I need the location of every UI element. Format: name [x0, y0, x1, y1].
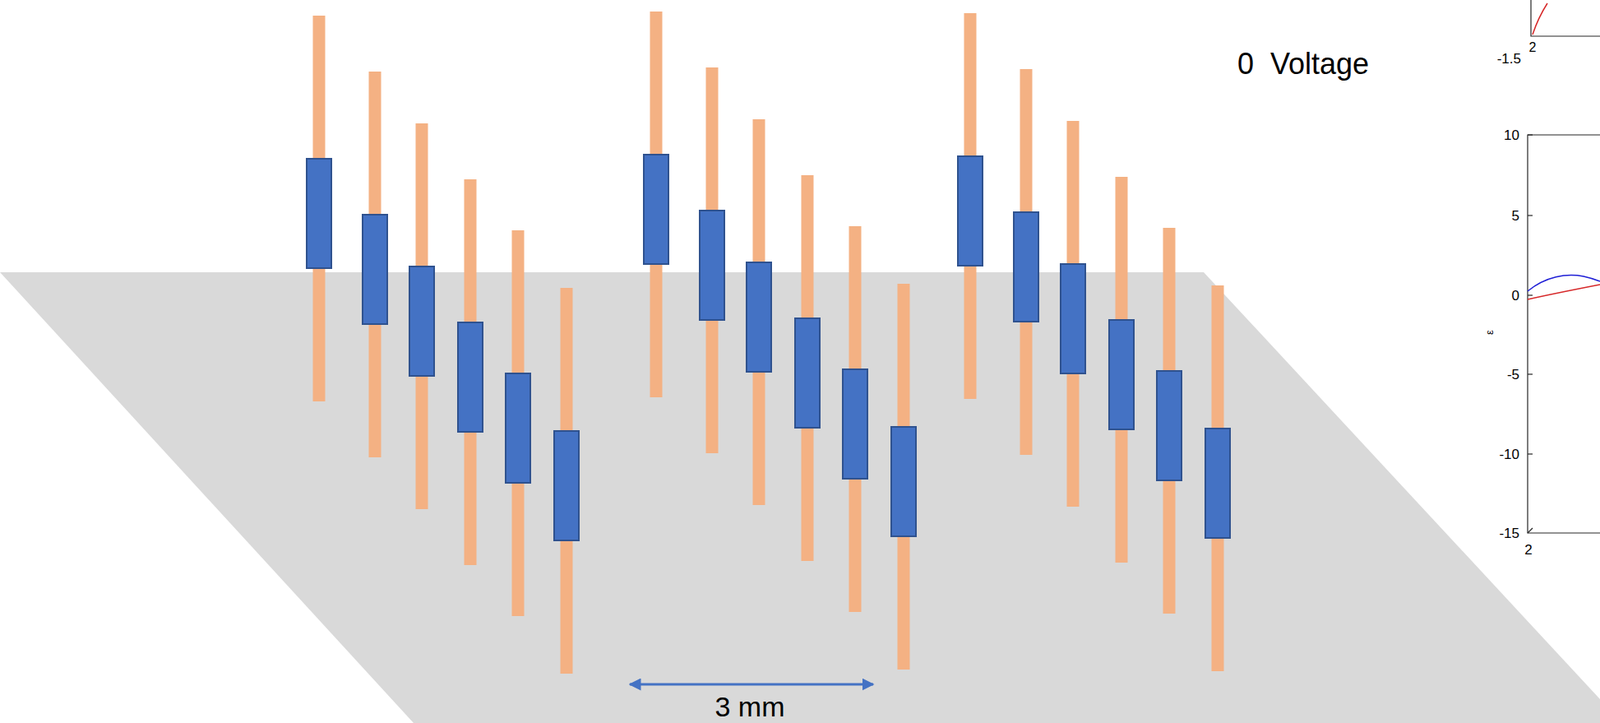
chart-axis — [1527, 134, 1600, 533]
magnet-block — [306, 158, 332, 269]
magnet-block — [1205, 428, 1231, 538]
tick-label: 5 — [1512, 208, 1520, 223]
axis-ticks — [1527, 134, 1533, 533]
magnet-block — [1060, 263, 1086, 374]
rod-array — [306, 11, 1231, 674]
magnet-block — [362, 214, 388, 324]
chart-curve — [1527, 275, 1600, 292]
magnet-block — [1013, 212, 1039, 322]
state-label: 0 Voltage — [1237, 49, 1369, 79]
magnet-block — [699, 210, 725, 320]
dimension-label: 3 mm — [715, 692, 786, 721]
magnet-block — [957, 156, 983, 266]
dimension-arrow — [629, 683, 874, 686]
tick-label: -1.5 — [1497, 51, 1522, 66]
tick-label: -10 — [1498, 447, 1520, 462]
magnet-block — [1156, 370, 1182, 481]
magnet-block — [643, 154, 669, 264]
magnet-block — [409, 266, 435, 376]
magnet-block — [457, 322, 483, 432]
chart-axis — [1530, 0, 1600, 37]
tick-label: 2 — [1524, 542, 1532, 557]
axis-label: ε — [1484, 329, 1495, 335]
chart-curve — [1527, 284, 1600, 300]
chart-curve — [1532, 3, 1548, 35]
magnet-block — [891, 426, 916, 537]
magnet-block — [505, 373, 531, 483]
magnet-block — [746, 262, 772, 372]
tick-label: 2 — [1529, 41, 1537, 55]
magnet-block — [554, 430, 579, 541]
floor-plane — [0, 272, 1600, 723]
magnet-block — [795, 318, 820, 428]
tick-label: 0 — [1512, 288, 1520, 303]
magnet-block — [1109, 319, 1134, 430]
tick-label: 10 — [1503, 128, 1520, 143]
tick-label: -5 — [1507, 367, 1520, 382]
magnet-block — [842, 369, 868, 479]
tick-label: -15 — [1498, 526, 1520, 541]
